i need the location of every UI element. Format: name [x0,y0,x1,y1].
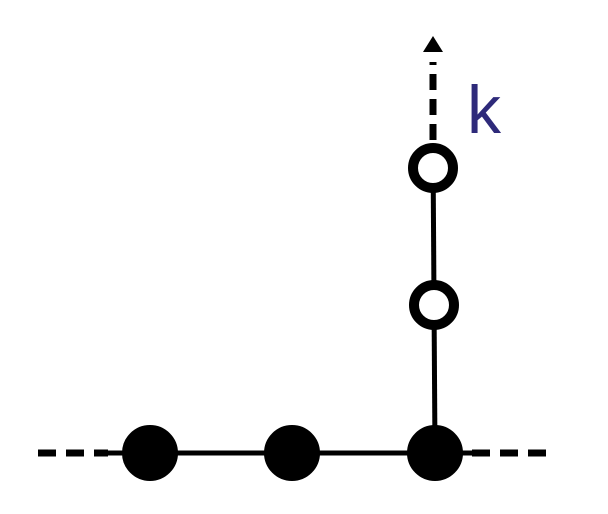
open-node-1 [409,280,459,330]
filled-node-2 [264,425,320,481]
open-node-2 [408,143,458,193]
filled-node-1 [122,425,178,481]
label-k: k [467,72,502,148]
filled-node-junction [407,425,463,481]
up-arrow-head [423,36,443,52]
